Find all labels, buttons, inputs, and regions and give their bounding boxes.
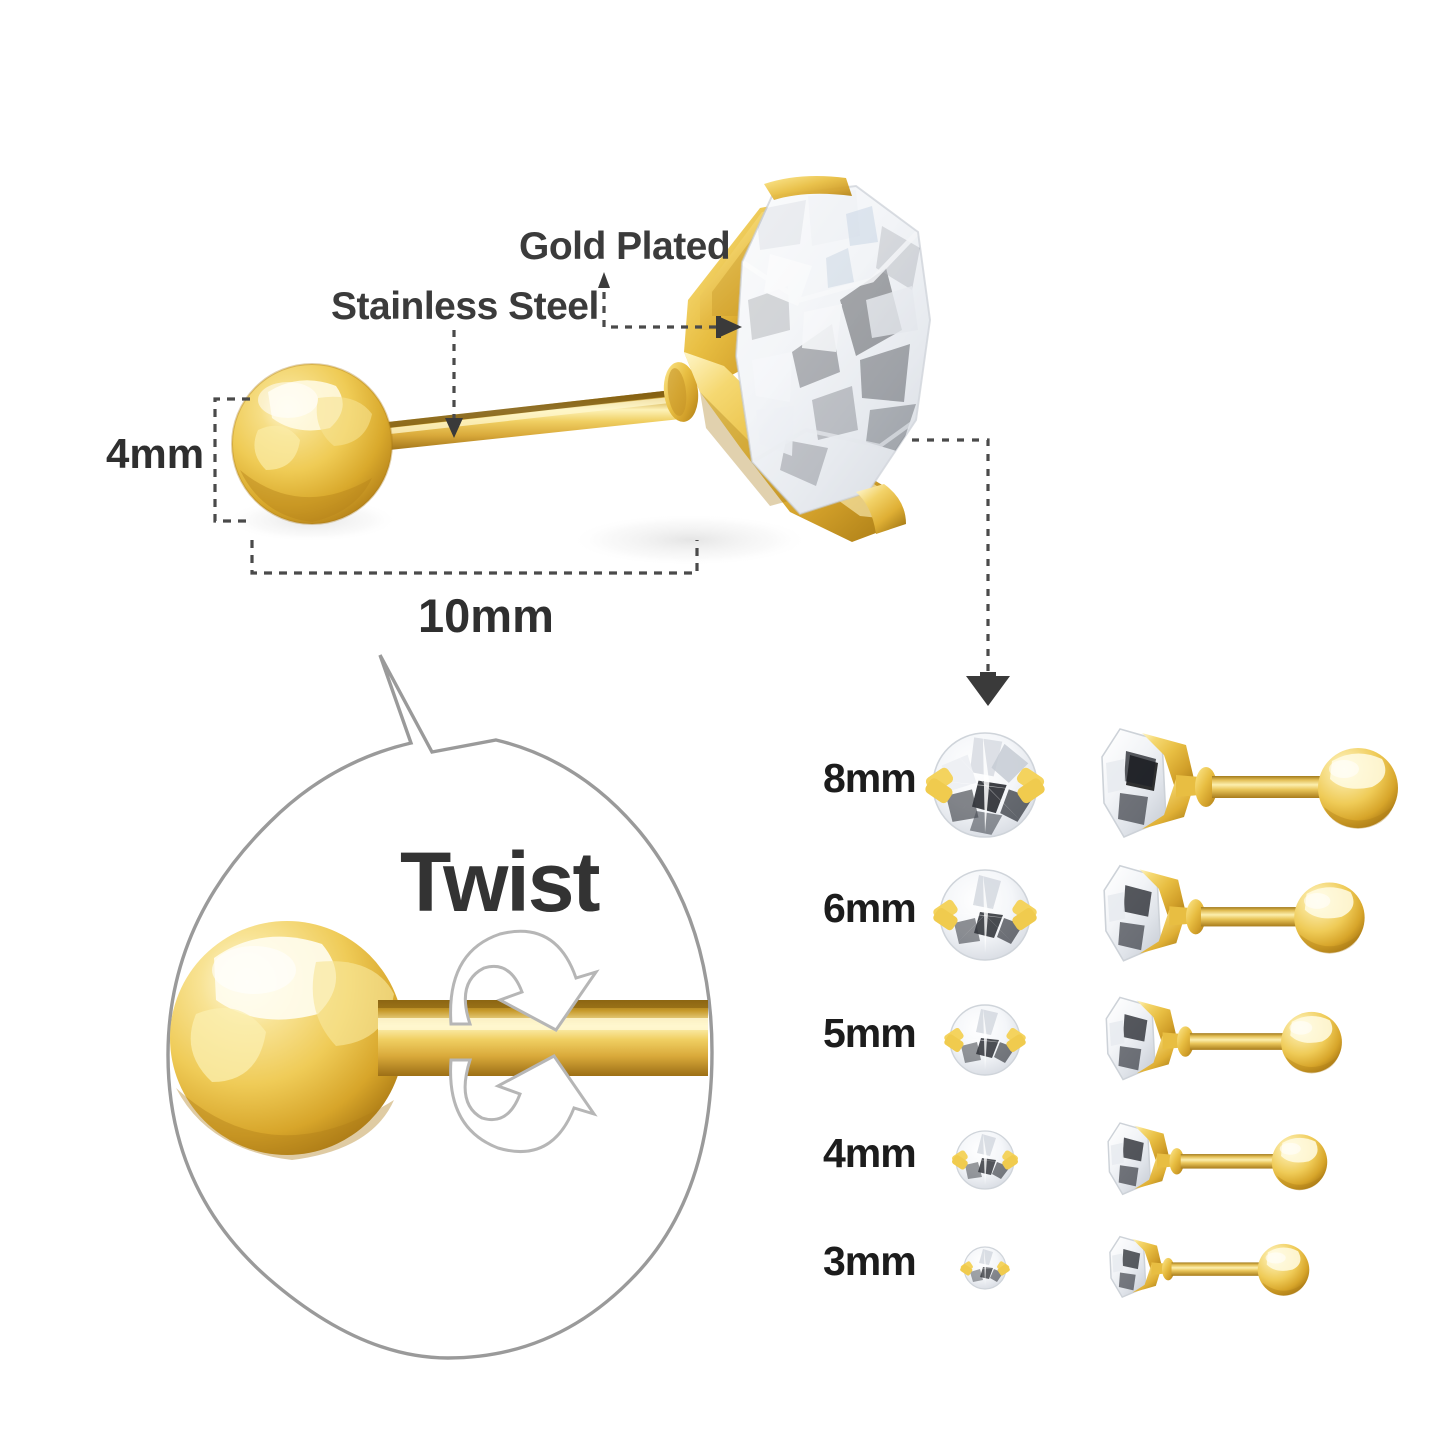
- size-label-3mm: 3mm: [823, 1238, 917, 1284]
- collar-ring: [663, 362, 699, 422]
- size-label-8mm: 8mm: [823, 755, 917, 801]
- annotation-layer: [213, 278, 990, 685]
- dim-4mm-bracket: [213, 397, 250, 523]
- size-row-art-6mm: [933, 864, 1365, 962]
- size-row-art-5mm: [944, 996, 1342, 1081]
- post-shaft: [370, 388, 690, 452]
- size-row-art-8mm: [925, 728, 1398, 839]
- ball-back: [231, 363, 393, 525]
- size-row-art-4mm: [952, 1122, 1328, 1196]
- size-chart-pointer: [912, 438, 990, 685]
- size-label-5mm: 5mm: [823, 1010, 917, 1056]
- twist-label: Twist: [400, 835, 600, 929]
- size-label-4mm: 4mm: [823, 1130, 917, 1176]
- front-prong: [856, 484, 906, 534]
- rotation-arrows-icon: [449, 929, 600, 1153]
- dim-10mm-bracket: [250, 540, 699, 575]
- gold-plated-leader: [602, 278, 722, 329]
- twist-ball: [170, 921, 404, 1160]
- size-label-6mm: 6mm: [823, 885, 917, 931]
- leader-arrowheads: [445, 272, 1010, 706]
- top-prong: [764, 176, 852, 200]
- callout-label-gold-plated: Gold Plated: [519, 225, 731, 268]
- dimension-label-10mm: 10mm: [418, 589, 554, 642]
- callout-label-stainless-steel: Stainless Steel: [331, 285, 599, 328]
- size-row-art-3mm: [960, 1235, 1310, 1299]
- size-chart-illustrations: [925, 728, 1398, 1299]
- twist-callout-bubble: [166, 654, 714, 1360]
- dimension-label-4mm: 4mm: [106, 430, 205, 477]
